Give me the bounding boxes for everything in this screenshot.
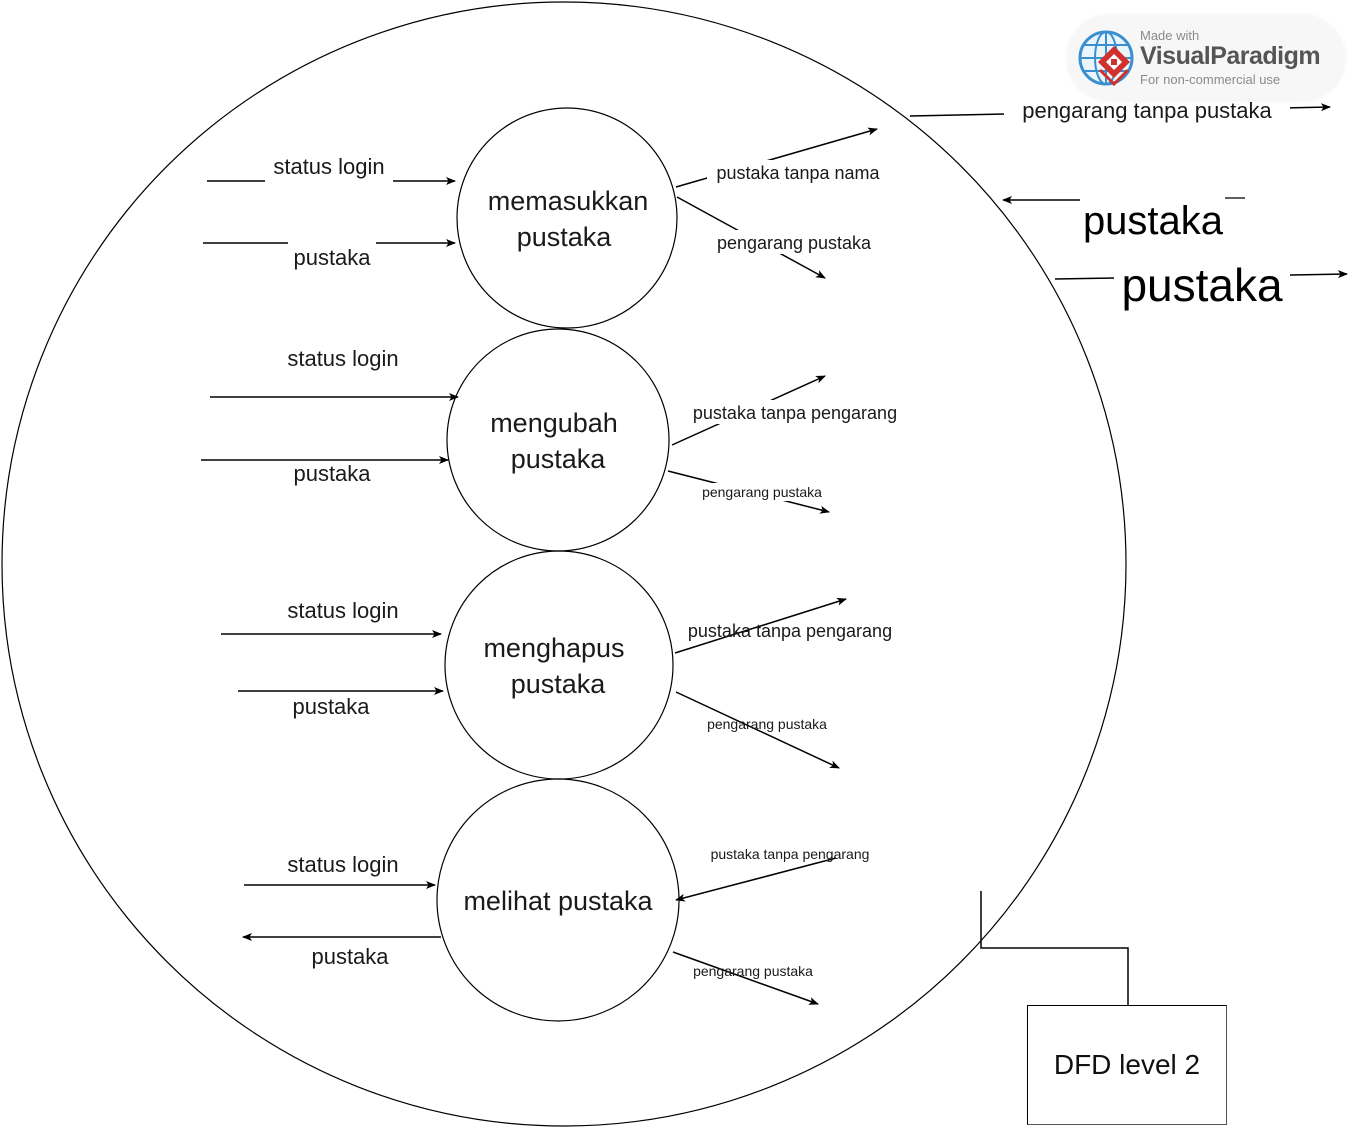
watermark-subtitle: For non-commercial use (1140, 72, 1281, 87)
boundary-circle (1, 1, 1127, 1127)
entity-connector (980, 891, 1129, 1005)
flow-label: pustaka tanpa pengarang (693, 403, 897, 423)
watermark-made-with: Made with (1140, 28, 1200, 43)
process-label: pustaka (511, 444, 607, 474)
flow-label: pengarang pustaka (693, 963, 813, 979)
boundary-flow-label: pustaka (1121, 259, 1283, 311)
flow-label: pustaka tanpa pengarang (688, 621, 892, 641)
external-entity-dfd-level-2[interactable]: DFD level 2 (1027, 1005, 1227, 1125)
flow-label: pustaka (292, 694, 370, 719)
flow-label: status login (287, 346, 398, 371)
flow-arrow[interactable] (675, 691, 840, 769)
flow-label: pustaka (293, 461, 371, 486)
boundary-flow-label: pengarang tanpa pustaka (1022, 98, 1272, 123)
flow-arrow[interactable] (672, 951, 819, 1005)
external-entity-label: DFD level 2 (1053, 1049, 1201, 1080)
process-circle-memasukkan[interactable] (456, 107, 678, 329)
flow-arrow[interactable] (674, 597, 847, 654)
process-label: memasukkan (488, 186, 649, 216)
process-label: mengubah (490, 408, 618, 438)
flow-label: status login (287, 852, 398, 877)
process-label: pustaka (511, 669, 607, 699)
flow-label: pengarang pustaka (707, 716, 827, 732)
process-label: menghapus (483, 633, 624, 663)
visual-paradigm-watermark: Made with VisualParadigm For non-commerc… (1068, 16, 1344, 100)
process-label: pustaka (517, 222, 613, 252)
flow-label: pustaka tanpa nama (716, 163, 880, 183)
process-label: melihat pustaka (463, 886, 653, 916)
visual-paradigm-logo-icon (1078, 30, 1134, 87)
process-circle-mengubah[interactable] (446, 328, 670, 552)
flow-label: status login (287, 598, 398, 623)
flow-label: pustaka tanpa pengarang (711, 846, 870, 862)
flow-label: pustaka (311, 944, 389, 969)
flow-label: pustaka (293, 245, 371, 270)
flow-label: pengarang pustaka (717, 233, 872, 253)
boundary-flow-label: pustaka (1083, 199, 1224, 243)
watermark-brand: VisualParadigm (1140, 42, 1321, 70)
flow-label: pengarang pustaka (702, 484, 822, 500)
flow-arrow[interactable] (675, 857, 837, 902)
flow-label: status login (273, 154, 384, 179)
process-circle-menghapus[interactable] (444, 550, 674, 780)
